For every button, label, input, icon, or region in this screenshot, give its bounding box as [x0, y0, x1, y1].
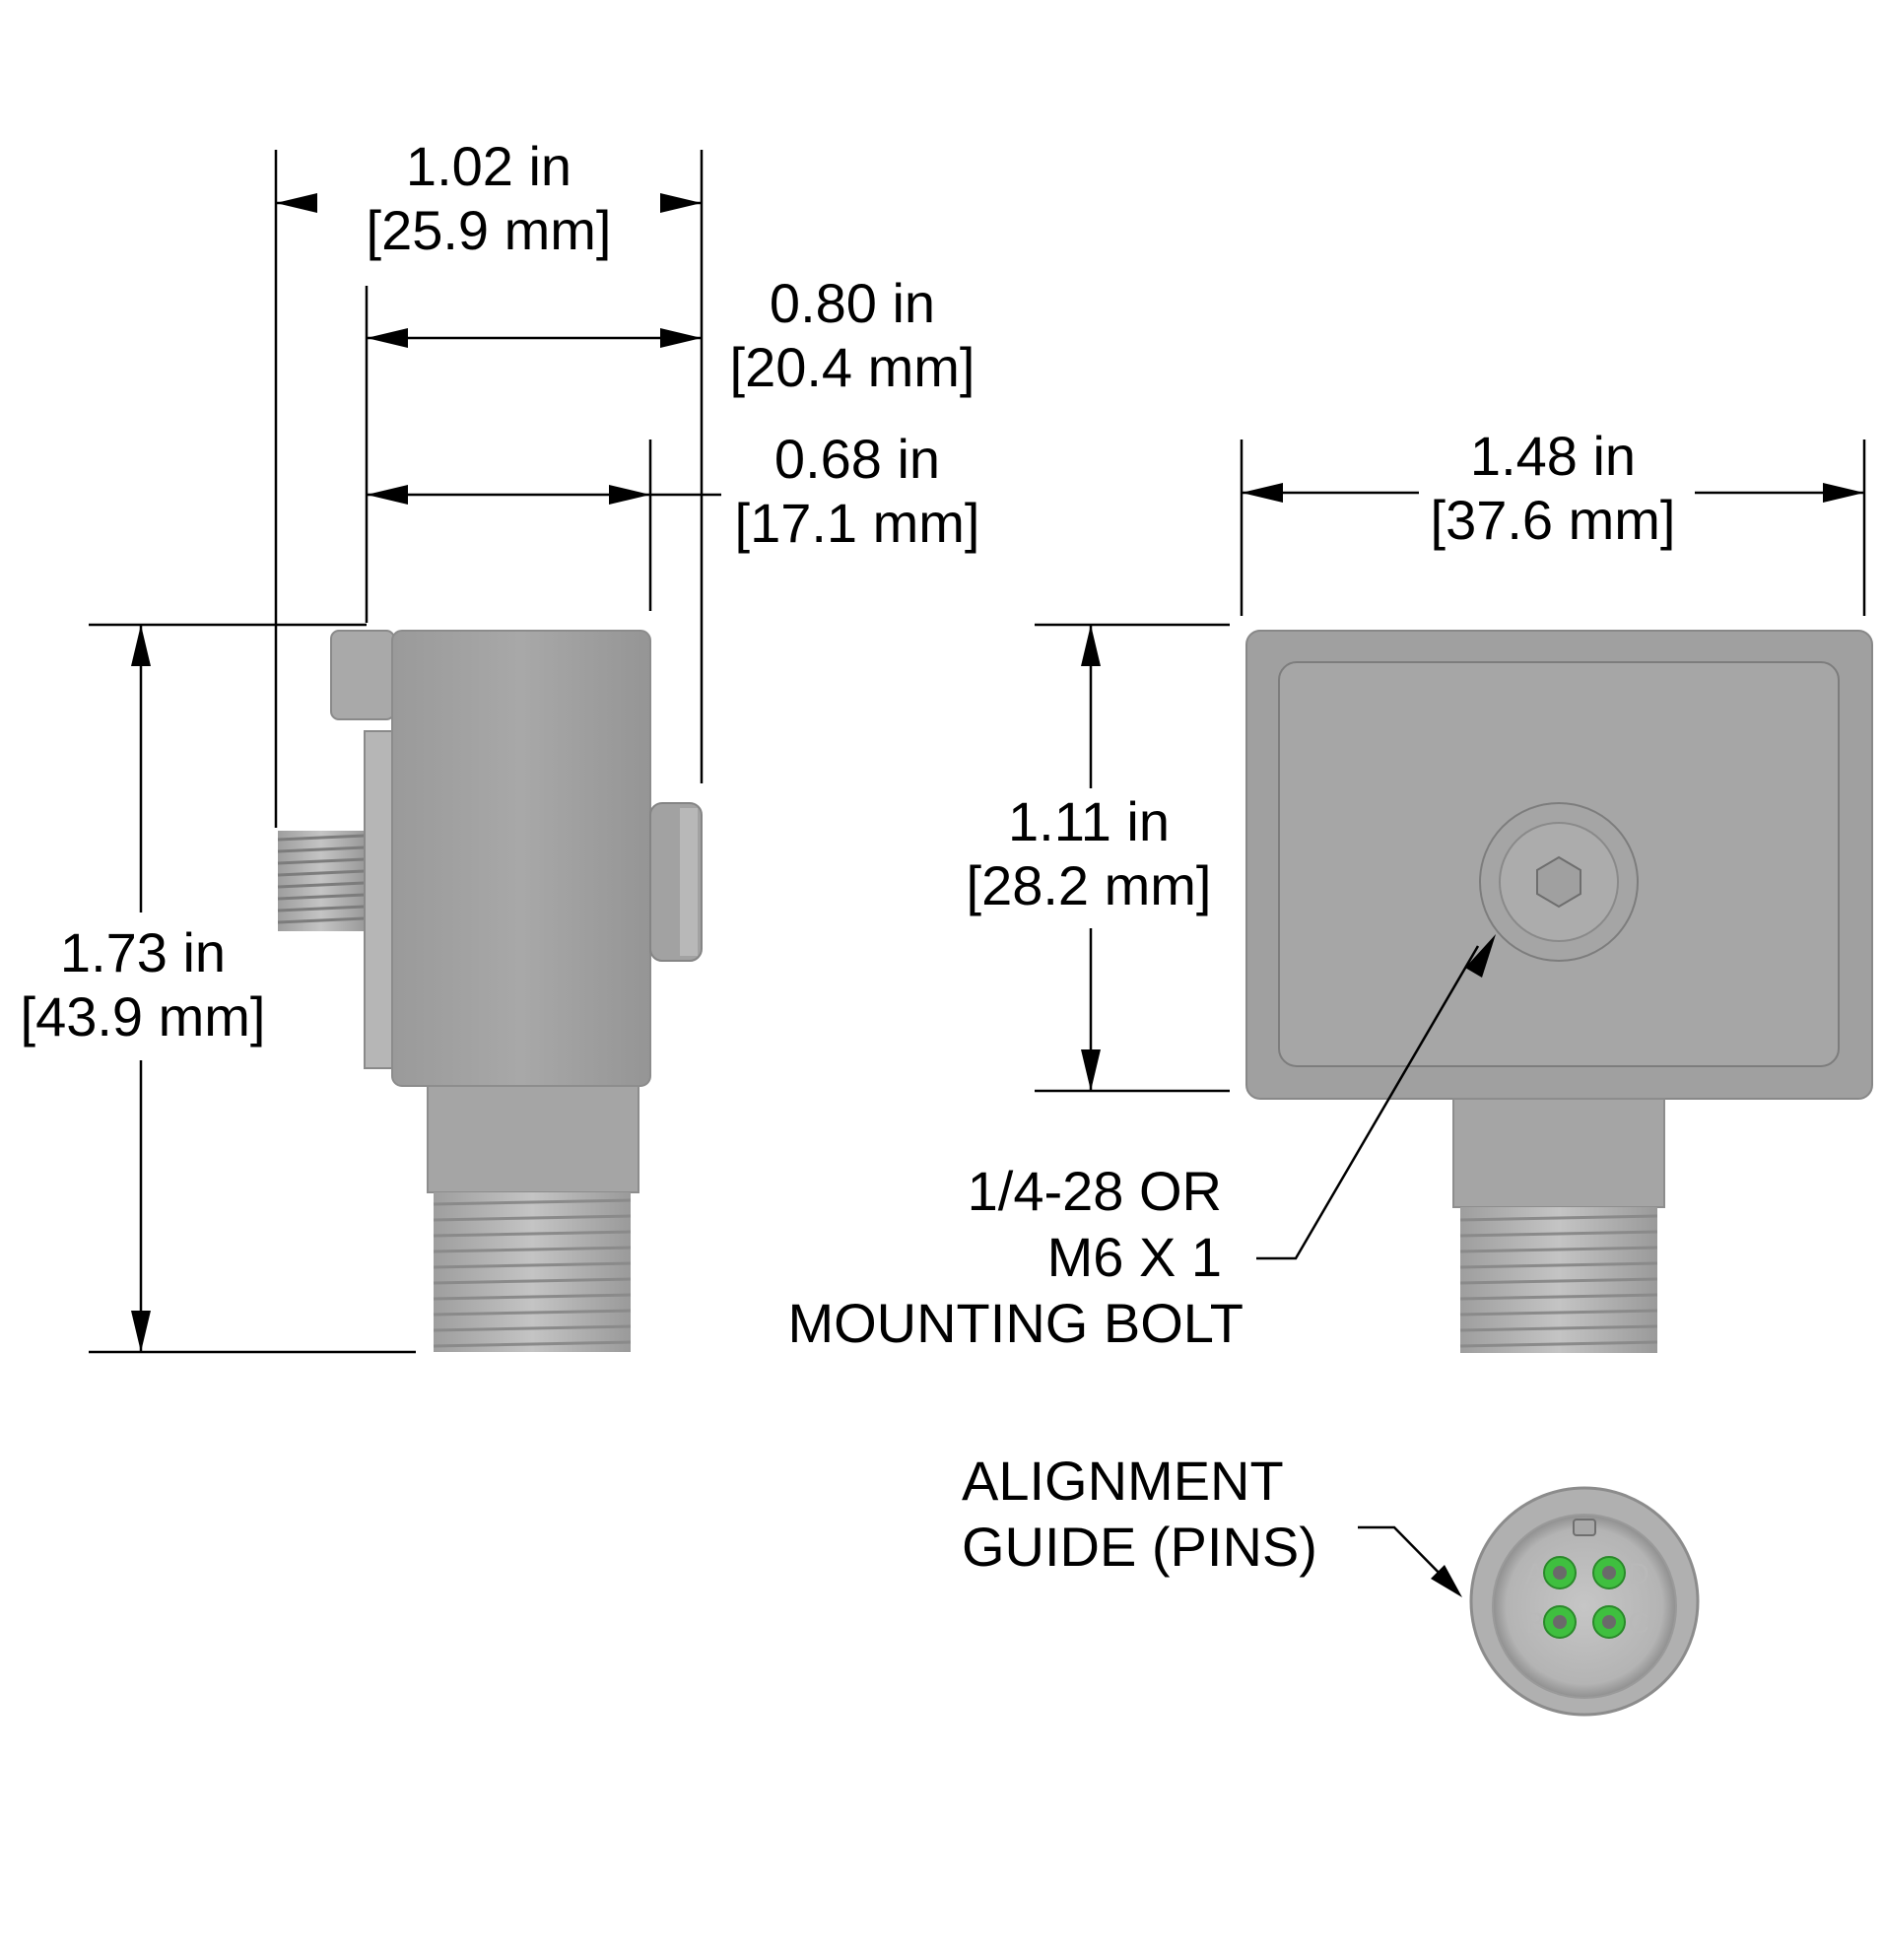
pin-label-c: C — [1628, 1607, 1649, 1640]
side-connector-collar — [427, 1085, 639, 1193]
pin-b — [1543, 1605, 1577, 1639]
pin-label-b: B — [1525, 1607, 1545, 1640]
alignment-guide-callout: ALIGNMENT GUIDE (PINS) — [962, 1450, 1317, 1578]
pin-label-d: D — [1628, 1558, 1649, 1590]
alignment-key — [1573, 1519, 1596, 1536]
body-depth-in: 0.80 in — [770, 272, 935, 334]
connector-end-view: A D B C — [1469, 1486, 1700, 1717]
width-in: 1.48 in — [1470, 425, 1636, 487]
housing-height-in: 1.11 in — [1008, 790, 1170, 852]
mounting-bolt-callout: 1/4-28 OR M6 X 1 MOUNTING BOLT — [787, 1160, 1244, 1354]
mounting-bolt — [1479, 802, 1639, 962]
pin-c — [1592, 1605, 1626, 1639]
width-mm: [37.6 mm] — [1431, 489, 1676, 551]
pin-d — [1592, 1556, 1626, 1589]
housing-depth-in: 0.68 in — [774, 428, 940, 490]
alignment-guide-line-1: ALIGNMENT — [962, 1450, 1284, 1512]
mounting-stud — [277, 831, 366, 931]
mounting-bolt-line-3: MOUNTING BOLT — [787, 1292, 1244, 1354]
body-depth-mm: [20.4 mm] — [730, 336, 975, 398]
side-connector-thread — [433, 1192, 632, 1352]
top-clip — [330, 630, 395, 720]
pin-label-a: A — [1525, 1558, 1545, 1590]
dimension-labels: 1.02 in [25.9 mm] 0.80 in [20.4 mm] 0.68… — [21, 135, 1676, 1048]
height-mm: [43.9 mm] — [21, 985, 266, 1048]
alignment-guide-line-2: GUIDE (PINS) — [962, 1516, 1317, 1578]
housing-height-mm: [28.2 mm] — [967, 854, 1212, 916]
front-connector-thread — [1459, 1207, 1658, 1353]
front-connector-collar — [1452, 1098, 1665, 1208]
overall-depth-in: 1.02 in — [406, 135, 572, 197]
side-view — [277, 630, 703, 1352]
pin-a — [1543, 1556, 1577, 1589]
overall-depth-mm: [25.9 mm] — [367, 199, 612, 261]
housing-depth-mm: [17.1 mm] — [735, 492, 980, 554]
height-in: 1.73 in — [60, 921, 226, 983]
base-plate — [364, 730, 395, 1069]
side-housing — [391, 630, 651, 1087]
dimension-lines — [89, 150, 1866, 1597]
mounting-bolt-line-1: 1/4-28 OR — [968, 1160, 1222, 1222]
mounting-bolt-line-2: M6 X 1 — [1047, 1226, 1222, 1288]
front-view — [1245, 630, 1873, 1353]
